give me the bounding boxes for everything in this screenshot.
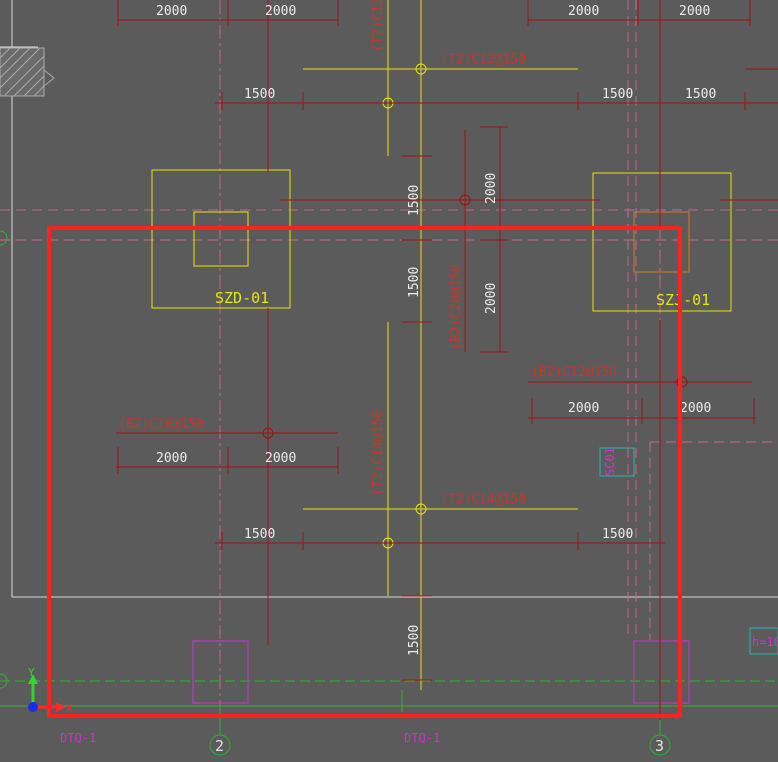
dim-mid-r2: 2000 bbox=[680, 401, 711, 416]
dim-bot-r: 1500 bbox=[602, 527, 633, 542]
dim-top-r1: 2000 bbox=[568, 4, 599, 19]
dim-row2-l: 1500 bbox=[244, 87, 275, 102]
label-t2-c12-vertical: (T2)C12@ bbox=[371, 0, 386, 52]
ucs-x-label: X bbox=[66, 702, 73, 715]
ucs-icon: Y X bbox=[28, 666, 73, 715]
green-axis-lines bbox=[0, 680, 778, 735]
beam-dashed-lines bbox=[0, 0, 778, 640]
selection-rectangle[interactable] bbox=[47, 226, 682, 718]
dimension-texts: 2000 2000 2000 2000 1500 1500 1500 2000 … bbox=[156, 4, 716, 656]
dim-row2-r2: 1500 bbox=[685, 87, 716, 102]
slab-boundary bbox=[0, 0, 778, 598]
dim-top-l1: 2000 bbox=[156, 4, 187, 19]
grid-bubble-partial-left bbox=[0, 673, 8, 689]
dim-row2-r1: 1500 bbox=[602, 87, 633, 102]
dimension-lines bbox=[116, 0, 778, 720]
grid-label-3: 3 bbox=[655, 737, 664, 755]
dim-top-l2: 2000 bbox=[265, 4, 296, 19]
sc01-box bbox=[599, 447, 635, 477]
label-t2-c12-top: (T2)C12@150 bbox=[440, 52, 526, 67]
pile-cap-szd bbox=[151, 169, 291, 309]
piles-magenta bbox=[192, 627, 778, 704]
grid-bubble-3[interactable]: 3 bbox=[649, 734, 671, 756]
grid-bubble-partial-left-top bbox=[0, 230, 8, 246]
grid-label-2: 2 bbox=[215, 737, 224, 755]
hatched-wall bbox=[0, 47, 55, 97]
dim-left-l2: 2000 bbox=[265, 451, 296, 466]
ucs-y-label: Y bbox=[28, 666, 35, 679]
label-b2-c20-vertical: (B2)C20@150 bbox=[449, 264, 464, 350]
label-szj: SZJ-01 bbox=[656, 291, 710, 309]
dim-v2000-b: 2000 bbox=[484, 283, 499, 314]
dim-v1500-b: 1500 bbox=[407, 267, 422, 298]
dim-v1500-a: 1500 bbox=[407, 185, 422, 216]
pile-cap-szj bbox=[592, 172, 732, 312]
label-b2-c16-left: (B2)C16@150 bbox=[118, 417, 204, 432]
column-orange bbox=[633, 211, 690, 273]
label-h: h=100 bbox=[752, 635, 778, 649]
dim-v2000-a: 2000 bbox=[484, 173, 499, 204]
dim-v1500-c: 1500 bbox=[407, 625, 422, 656]
label-sc01: SC01 bbox=[603, 447, 617, 476]
label-dtq-mid: DTQ-1 bbox=[404, 731, 440, 745]
label-dtq-left: DTQ-1 bbox=[60, 731, 96, 745]
dim-top-r2: 2000 bbox=[679, 4, 710, 19]
label-t2-c14-horizontal: (T2)C14@150 bbox=[440, 492, 526, 507]
dim-left-l1: 2000 bbox=[156, 451, 187, 466]
dim-bot-l: 1500 bbox=[244, 527, 275, 542]
label-t2-c14-vertical: (T2)C14@150 bbox=[371, 410, 386, 496]
label-b2-c12-right: (B2)C12@150 bbox=[531, 365, 617, 380]
label-szd: SZD-01 bbox=[215, 289, 269, 307]
dim-mid-r1: 2000 bbox=[568, 401, 599, 416]
grid-bubble-2[interactable]: 2 bbox=[209, 734, 231, 756]
